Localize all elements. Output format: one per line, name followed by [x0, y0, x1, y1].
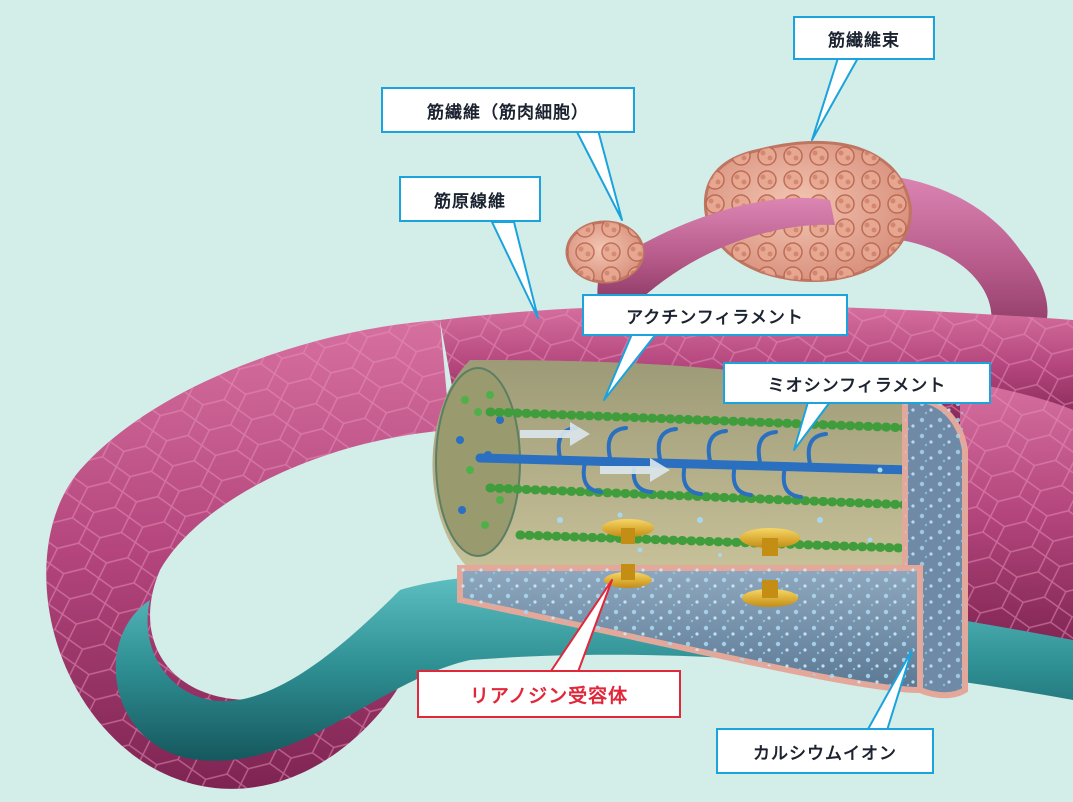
fiber-cutaway: [432, 360, 968, 699]
filament-cross-section: [456, 391, 504, 529]
label-muscle-fiber: 筋繊維（筋肉細胞）: [381, 87, 635, 133]
label-actin: アクチンフィラメント: [582, 294, 848, 336]
label-myofibril: 筋原線維: [399, 176, 541, 222]
label-calcium-ion: カルシウムイオン: [716, 728, 934, 774]
actin-filaments: [485, 407, 915, 553]
ryanodine-receptors: [602, 519, 800, 607]
calcium-ions: [557, 467, 883, 557]
label-myosin: ミオシンフィラメント: [723, 362, 991, 404]
myosin-filament: [475, 426, 915, 499]
muscle-fiber-tube: [565, 197, 835, 313]
sliding-arrows: [520, 422, 670, 482]
label-fascicle: 筋繊維束: [793, 16, 935, 60]
label-ryanodine-receptor: リアノジン受容体: [417, 670, 681, 718]
